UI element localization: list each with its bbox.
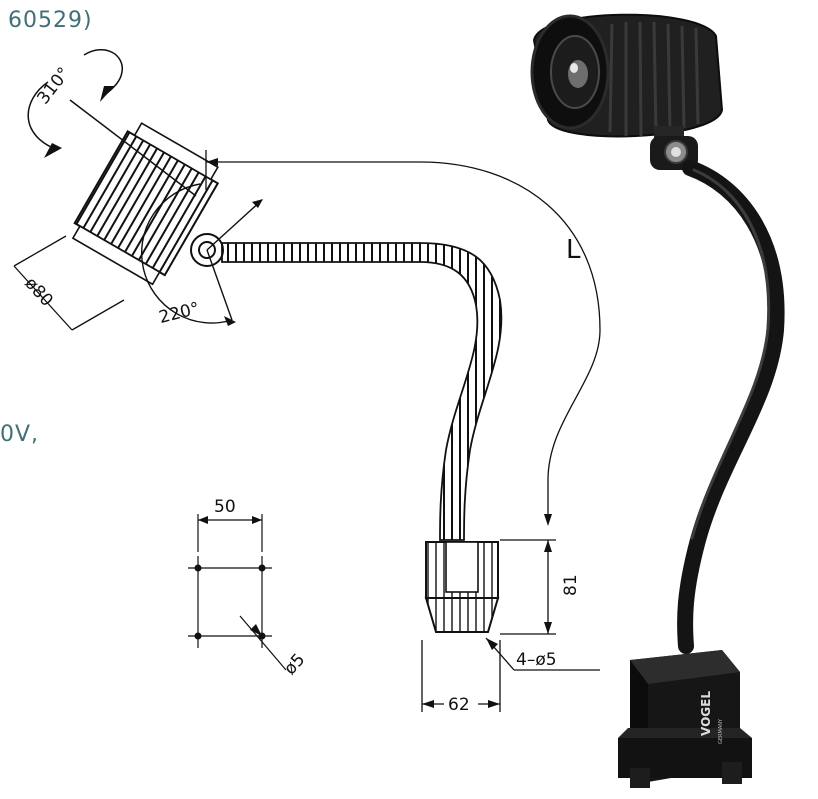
rotation-angle-label: 310°: [33, 64, 74, 109]
tilt-indicator: [140, 183, 263, 326]
brand-logo: VOGEL: [699, 691, 713, 736]
cut-off-caption-middle: 0V,: [0, 422, 40, 447]
hole-marker: [258, 632, 266, 640]
lamp-head-drawing: [71, 122, 220, 286]
arm-length-label: L: [566, 235, 581, 265]
flexible-arm-drawing: [221, 242, 503, 541]
lamp-base-drawing: [424, 541, 500, 633]
base-width-label: 62: [448, 695, 470, 715]
hole-marker: [194, 564, 202, 572]
arrow-head-icon: [544, 622, 552, 634]
photo-gooseneck: [677, 160, 785, 654]
drill-template: [188, 514, 287, 671]
hole-marker: [194, 632, 202, 640]
arrow-head-icon: [486, 638, 498, 650]
hole-marker: [258, 564, 266, 572]
arrow-head-icon: [44, 143, 62, 158]
cut-off-caption-top: 60529): [8, 8, 93, 33]
template-holes: [194, 564, 266, 640]
arrow-head-icon: [250, 624, 262, 636]
arrow-head-icon: [224, 316, 236, 326]
arrow-head-icon: [206, 158, 218, 166]
base-height-dimension: [500, 539, 556, 635]
tilt-angle-label: 220°: [157, 299, 202, 328]
base-width-dimension: [421, 640, 501, 712]
template-hole-label: ø5: [280, 650, 309, 679]
brand-sub: GERMANY: [718, 718, 724, 744]
product-photo: VOGEL GERMANY: [530, 13, 785, 788]
arrow-head-icon: [252, 516, 262, 524]
base-height-label: 81: [561, 574, 581, 596]
photo-lamp-base: VOGEL GERMANY: [618, 650, 752, 788]
arrow-head-icon: [100, 86, 114, 102]
arrow-head-icon: [422, 700, 434, 708]
template-spacing-label: 50: [214, 497, 236, 517]
arm-length-dimension: [205, 150, 601, 526]
photo-lamp-head: [530, 13, 724, 138]
arrow-head-icon: [544, 514, 552, 526]
head-diameter-dimension: [13, 235, 125, 331]
arrow-head-icon: [252, 199, 263, 208]
mount-holes-label: 4–ø5: [516, 650, 557, 670]
arrow-head-icon: [198, 516, 208, 524]
arrow-head-icon: [544, 540, 552, 552]
arrow-head-icon: [488, 700, 500, 708]
